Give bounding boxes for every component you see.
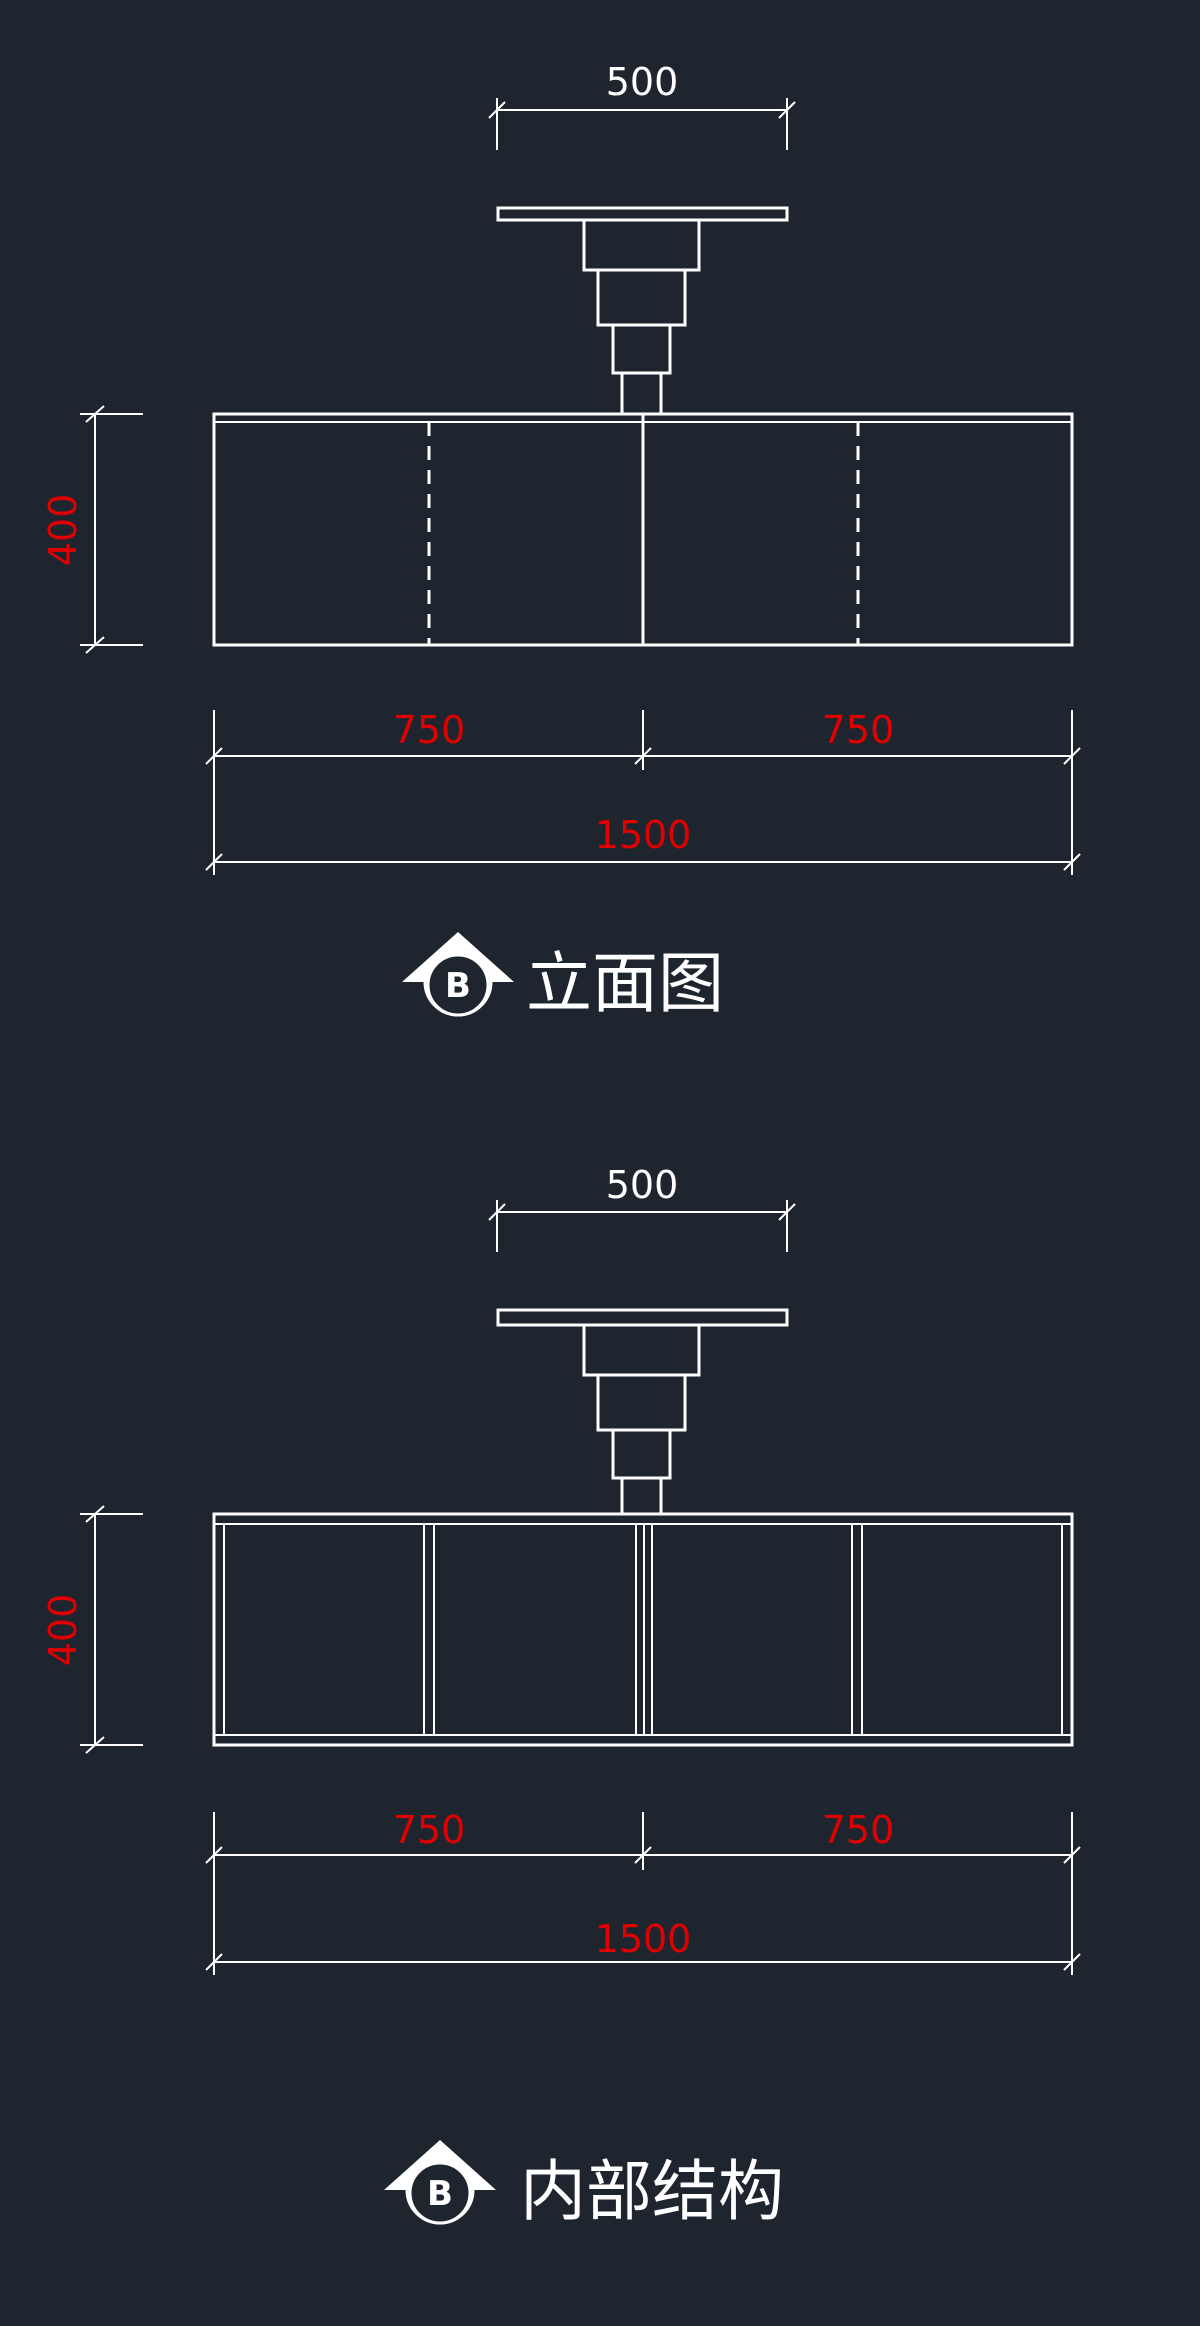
- view-title-internal: B 内部结构: [384, 2140, 784, 2230]
- dim-height: 400: [41, 405, 143, 654]
- dim-halves: 750 750: [205, 708, 1081, 770]
- dim-height-label: 400: [41, 494, 85, 567]
- dim-left-half-label: 750: [393, 1808, 466, 1852]
- section-symbol-icon: B: [384, 2140, 496, 2225]
- dim-right-half-label: 750: [822, 708, 895, 752]
- dim-total: 1500: [205, 1860, 1081, 1975]
- dim-height: 400: [41, 1505, 143, 1754]
- section-symbol-letter: B: [427, 2174, 453, 2214]
- dim-top-width: 500: [488, 60, 796, 150]
- dim-halves: 750 750: [205, 1808, 1081, 1870]
- section-symbol-letter: B: [445, 966, 471, 1006]
- dim-top-width-label: 500: [606, 1163, 679, 1207]
- view-title-elevation: B 立面图: [402, 932, 724, 1022]
- dim-left-half-label: 750: [393, 708, 466, 752]
- section-symbol-icon: B: [402, 932, 514, 1017]
- dim-total: 1500: [205, 760, 1081, 875]
- cabinet-elevation: [212, 412, 1074, 647]
- dim-top-width: 500: [488, 1163, 796, 1252]
- dim-right-half-label: 750: [822, 1808, 895, 1852]
- elevation-view: 500 400: [41, 60, 1081, 1022]
- dim-total-label: 1500: [595, 813, 692, 857]
- internal-structure-view: 500: [41, 1163, 1081, 2230]
- dim-height-label: 400: [41, 1594, 85, 1667]
- pedestal: [496, 1308, 789, 1516]
- view-title-text: 内部结构: [520, 2153, 784, 2230]
- dim-top-width-label: 500: [606, 60, 679, 104]
- pedestal: [496, 206, 789, 416]
- view-title-text: 立面图: [526, 945, 724, 1022]
- dim-total-label: 1500: [595, 1917, 692, 1961]
- cabinet-frame: [212, 1512, 1074, 1747]
